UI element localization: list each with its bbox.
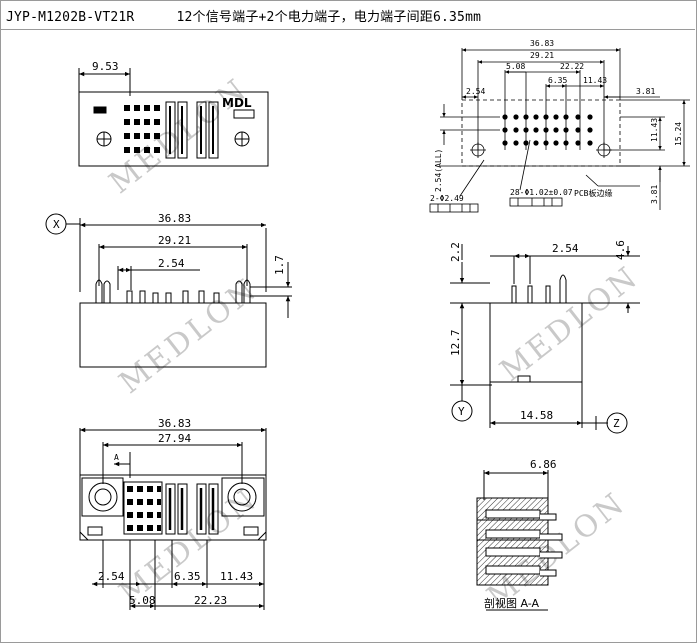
dim-6-35-bottom: 6.35 bbox=[174, 570, 201, 583]
dim-3-81-pcb: 3.81 bbox=[636, 87, 655, 96]
side-view bbox=[450, 244, 640, 434]
section-caption: 剖视图 A-A bbox=[484, 596, 540, 610]
top-view bbox=[78, 68, 269, 167]
watermark-4: MEDLON bbox=[494, 259, 646, 388]
pitch-all-label: 2.54(ALL) bbox=[434, 149, 443, 192]
dim-4-6: 4.6 bbox=[614, 240, 627, 260]
dim-22-22: 22.22 bbox=[560, 62, 584, 71]
dim-2-54-side: 2.54 bbox=[552, 242, 579, 255]
title-bar: JYP-M1202B-VT21R 12个信号端子+2个电力端子，电力端子间距6.… bbox=[6, 6, 481, 25]
dim-2-2: 2.2 bbox=[449, 242, 462, 262]
view-x-label: X bbox=[53, 218, 60, 231]
model-number: JYP-M1202B-VT21R bbox=[6, 10, 135, 25]
dim-11-43-vertical: 11.43 bbox=[650, 118, 659, 142]
dim-11-43-pcb: 11.43 bbox=[583, 76, 607, 85]
dim-22-23: 22.23 bbox=[194, 594, 227, 607]
bottom-pin-grid bbox=[127, 486, 161, 531]
front-view bbox=[45, 213, 292, 368]
bottom-view bbox=[79, 427, 267, 541]
pcb-edge-label: PCB板边缘 bbox=[574, 188, 612, 198]
dim-9-53: 9.53 bbox=[92, 60, 119, 73]
title-divider bbox=[1, 29, 695, 30]
view-z-label: Z bbox=[613, 417, 620, 430]
tol-hole2-label: 2-Φ2.49 bbox=[430, 194, 464, 203]
mdl-logo: MDL bbox=[222, 96, 252, 110]
dim-3-81-vertical: 3.81 bbox=[650, 185, 659, 204]
dim-36-83-pcb: 36.83 bbox=[530, 39, 554, 48]
bottom-power-contacts bbox=[92, 483, 265, 610]
dim-1-7: 1.7 bbox=[273, 255, 286, 275]
dim-15-24: 15.24 bbox=[674, 122, 683, 146]
dim-36-83-front: 36.83 bbox=[158, 212, 191, 225]
pcb-layout bbox=[429, 48, 690, 213]
dim-14-58: 14.58 bbox=[520, 409, 553, 422]
dim-12-7: 12.7 bbox=[449, 330, 462, 357]
description: 12个信号端子+2个电力端子，电力端子间距6.35mm bbox=[176, 10, 482, 25]
dim-2-54-front: 2.54 bbox=[158, 257, 185, 270]
dim-6-35-pcb: 6.35 bbox=[548, 76, 567, 85]
dim-36-83-bottom: 36.83 bbox=[158, 417, 191, 430]
section-view bbox=[476, 470, 563, 611]
dim-5-08-bottom: 5.08 bbox=[129, 594, 156, 607]
pcb-hole-grid bbox=[502, 114, 593, 146]
dim-2-54-bottom: 2.54 bbox=[98, 570, 125, 583]
dim-6-86: 6.86 bbox=[530, 458, 557, 471]
dim-11-43-bottom: 11.43 bbox=[220, 570, 253, 583]
dim-5-08-pcb: 5.08 bbox=[506, 62, 525, 71]
section-a-label: A bbox=[114, 453, 119, 462]
dim-29-21-front: 29.21 bbox=[158, 234, 191, 247]
dim-29-21-pcb: 29.21 bbox=[530, 51, 554, 60]
dim-2-54-pcb: 2.54 bbox=[466, 87, 485, 96]
view-y-label: Y bbox=[458, 405, 465, 418]
watermark-3: MEDLON bbox=[113, 481, 265, 610]
watermarks: MEDLON MEDLON MEDLON MEDLON MEDLON bbox=[103, 71, 646, 614]
dim-27-94: 27.94 bbox=[158, 432, 191, 445]
tol-hole-label: 28-Φ1.02±0.07 bbox=[510, 188, 573, 197]
